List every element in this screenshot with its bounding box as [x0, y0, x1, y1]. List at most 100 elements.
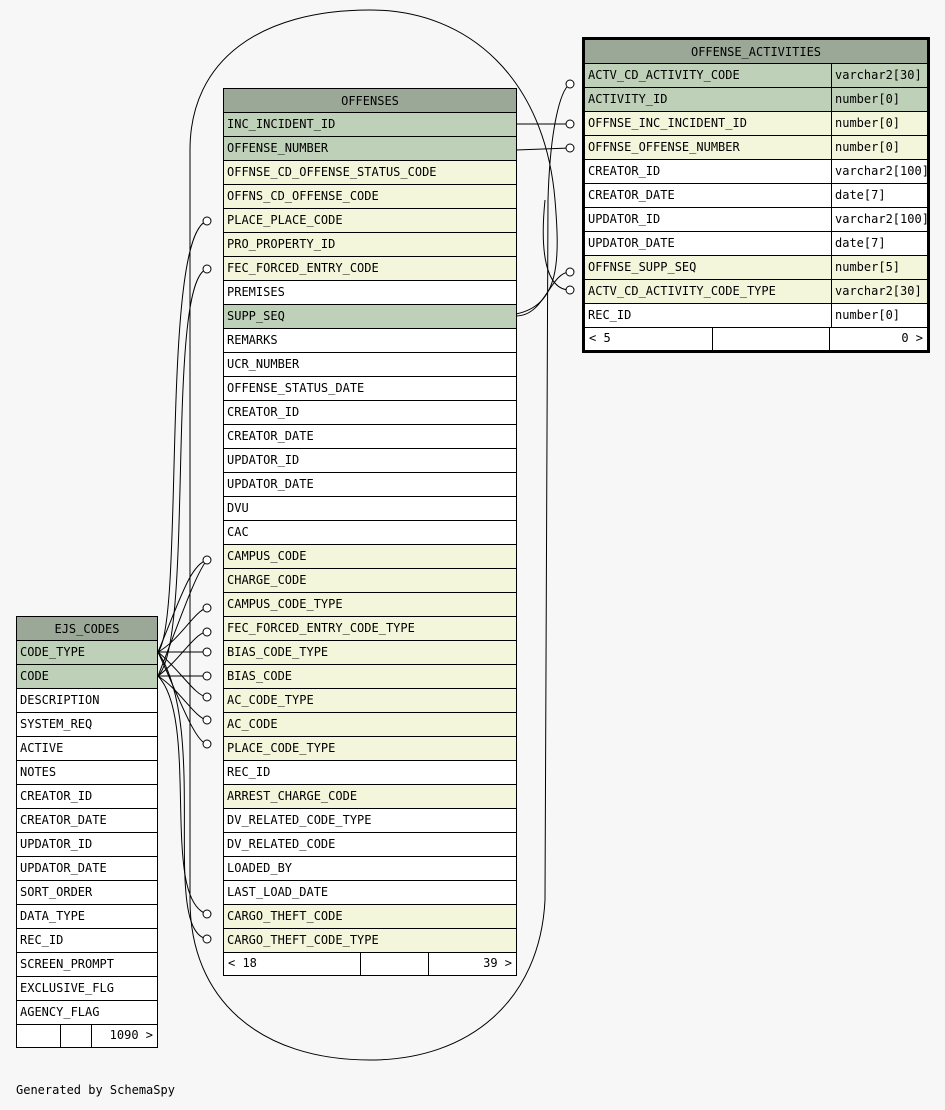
column-name: DV_RELATED_CODE: [227, 837, 336, 851]
column-row[interactable]: LOADED_BY: [224, 857, 516, 881]
column-row[interactable]: SUPP_SEQ: [224, 305, 516, 329]
column-row[interactable]: UPDATOR_ID varchar2[100]: [585, 208, 927, 232]
column-name: CAMPUS_CODE: [227, 549, 307, 563]
column-row[interactable]: FEC_FORCED_ENTRY_CODE: [224, 257, 516, 281]
column-row[interactable]: CAMPUS_CODE_TYPE: [224, 593, 516, 617]
column-row[interactable]: CREATOR_DATE date[7]: [585, 184, 927, 208]
column-name: CAMPUS_CODE_TYPE: [227, 597, 343, 611]
column-row[interactable]: SYSTEM_REQ: [17, 713, 157, 737]
column-row[interactable]: DV_RELATED_CODE_TYPE: [224, 809, 516, 833]
column-row[interactable]: UPDATOR_DATE: [17, 857, 157, 881]
column-name: LOADED_BY: [227, 861, 293, 875]
column-name: REC_ID: [20, 933, 64, 947]
column-row[interactable]: CREATOR_ID: [224, 401, 516, 425]
column-row[interactable]: PREMISES: [224, 281, 516, 305]
column-row[interactable]: INC_INCIDENT_ID: [224, 113, 516, 137]
column-row[interactable]: OFFENSE_NUMBER: [224, 137, 516, 161]
column-row[interactable]: CREATOR_ID: [17, 785, 157, 809]
column-row[interactable]: CARGO_THEFT_CODE_TYPE: [224, 929, 516, 953]
column-row[interactable]: NOTES: [17, 761, 157, 785]
column-row[interactable]: CAMPUS_CODE: [224, 545, 516, 569]
column-name: ACTIVE: [20, 741, 64, 755]
column-name: SUPP_SEQ: [227, 309, 285, 323]
column-row[interactable]: SCREEN_PROMPT: [17, 953, 157, 977]
column-row[interactable]: CAC: [224, 521, 516, 545]
column-row[interactable]: OFFNSE_INC_INCIDENT_ID number[0]: [585, 112, 927, 136]
table-title: OFFENSES: [224, 89, 516, 113]
column-name: CREATOR_DATE: [588, 188, 675, 202]
column-name: UPDATOR_ID: [588, 212, 661, 226]
column-name: OFFNS_CD_OFFENSE_CODE: [227, 189, 379, 203]
column-name: LAST_LOAD_DATE: [227, 885, 329, 899]
column-row[interactable]: PLACE_CODE_TYPE: [224, 737, 516, 761]
column-row[interactable]: CARGO_THEFT_CODE: [224, 905, 516, 929]
column-row[interactable]: CODE: [17, 665, 157, 689]
column-row[interactable]: DVU: [224, 497, 516, 521]
column-name: PREMISES: [227, 285, 285, 299]
footer-children-count: 0 >: [901, 331, 923, 345]
column-row[interactable]: PLACE_PLACE_CODE: [224, 209, 516, 233]
column-name: DESCRIPTION: [20, 693, 100, 707]
column-name: AGENCY_FLAG: [20, 1005, 100, 1019]
column-type: number[0]: [831, 88, 927, 111]
column-type: date[7]: [831, 184, 927, 207]
column-row[interactable]: CREATOR_DATE: [17, 809, 157, 833]
column-name: OFFNSE_INC_INCIDENT_ID: [588, 116, 747, 130]
generated-by-note: Generated by SchemaSpy: [16, 1083, 175, 1097]
column-row[interactable]: OFFNS_CD_OFFENSE_CODE: [224, 185, 516, 209]
column-row[interactable]: CREATOR_DATE: [224, 425, 516, 449]
column-name: BIAS_CODE: [227, 669, 293, 683]
column-name: SYSTEM_REQ: [20, 717, 93, 731]
column-row[interactable]: DV_RELATED_CODE: [224, 833, 516, 857]
column-name: UPDATOR_DATE: [20, 861, 107, 875]
column-row[interactable]: PRO_PROPERTY_ID: [224, 233, 516, 257]
column-name: CREATOR_DATE: [20, 813, 107, 827]
column-name: REMARKS: [227, 333, 278, 347]
column-name: OFFNSE_OFFENSE_NUMBER: [588, 140, 740, 154]
column-row[interactable]: UPDATOR_DATE: [224, 473, 516, 497]
table-offense-activities[interactable]: OFFENSE_ACTIVITIES ACTV_CD_ACTIVITY_CODE…: [582, 37, 930, 353]
column-type: varchar2[100]: [831, 208, 927, 231]
column-row[interactable]: UCR_NUMBER: [224, 353, 516, 377]
column-type: number[0]: [831, 112, 927, 135]
column-row[interactable]: AC_CODE_TYPE: [224, 689, 516, 713]
column-name: UPDATOR_ID: [20, 837, 93, 851]
column-row[interactable]: REC_ID: [224, 761, 516, 785]
column-row[interactable]: LAST_LOAD_DATE: [224, 881, 516, 905]
column-row[interactable]: UPDATOR_ID: [224, 449, 516, 473]
column-row[interactable]: OFFNSE_CD_OFFENSE_STATUS_CODE: [224, 161, 516, 185]
column-row[interactable]: CODE_TYPE: [17, 641, 157, 665]
column-name: DVU: [227, 501, 249, 515]
column-row[interactable]: EXCLUSIVE_FLG: [17, 977, 157, 1001]
column-row[interactable]: FEC_FORCED_ENTRY_CODE_TYPE: [224, 617, 516, 641]
column-row[interactable]: REC_ID: [17, 929, 157, 953]
column-row[interactable]: DATA_TYPE: [17, 905, 157, 929]
column-row[interactable]: OFFENSE_STATUS_DATE: [224, 377, 516, 401]
column-name: CODE: [20, 669, 49, 683]
column-row[interactable]: BIAS_CODE_TYPE: [224, 641, 516, 665]
column-row[interactable]: DESCRIPTION: [17, 689, 157, 713]
column-row[interactable]: ACTIVE: [17, 737, 157, 761]
column-name: UPDATOR_DATE: [588, 236, 675, 250]
column-name: SORT_ORDER: [20, 885, 93, 899]
column-row[interactable]: CHARGE_CODE: [224, 569, 516, 593]
column-row[interactable]: ARREST_CHARGE_CODE: [224, 785, 516, 809]
column-row[interactable]: BIAS_CODE: [224, 665, 516, 689]
column-row[interactable]: AGENCY_FLAG: [17, 1001, 157, 1025]
column-row[interactable]: UPDATOR_ID: [17, 833, 157, 857]
column-name: FEC_FORCED_ENTRY_CODE_TYPE: [227, 621, 415, 635]
column-row[interactable]: REMARKS: [224, 329, 516, 353]
column-row[interactable]: SORT_ORDER: [17, 881, 157, 905]
column-row[interactable]: AC_CODE: [224, 713, 516, 737]
